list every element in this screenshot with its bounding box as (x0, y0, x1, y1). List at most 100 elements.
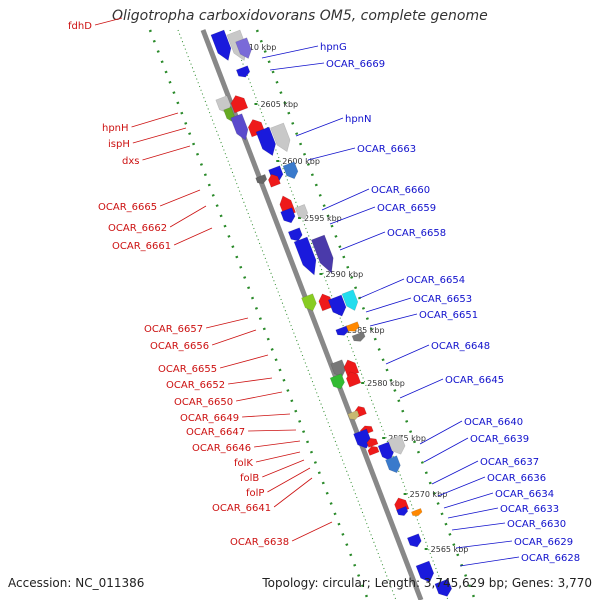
gene-feature[interactable] (385, 455, 402, 475)
leader-line (451, 522, 506, 531)
gene-feature[interactable] (294, 204, 309, 221)
gene-label-reverse[interactable]: OCAR_6658 (387, 228, 446, 239)
gene-label-reverse[interactable]: hpnG (320, 42, 347, 53)
gene-feature[interactable] (235, 37, 254, 61)
gene-feature[interactable] (280, 207, 297, 225)
gene-feature[interactable] (345, 370, 362, 388)
frame-left-outer (148, 29, 370, 600)
gene-feature[interactable] (287, 227, 304, 244)
gene-label-forward[interactable]: OCAR_6656 (150, 341, 209, 352)
gene-feature[interactable] (367, 444, 380, 456)
gene-label-reverse[interactable]: OCAR_6660 (371, 185, 430, 196)
leader-line (211, 329, 257, 346)
gene-feature[interactable] (347, 410, 360, 421)
gene-label-reverse[interactable]: OCAR_6628 (521, 553, 580, 564)
leader-line (228, 377, 273, 385)
gene-feature[interactable] (255, 126, 279, 158)
gene-label-forward[interactable]: folP (246, 488, 264, 499)
gene-feature[interactable] (345, 321, 360, 334)
leader-line (131, 112, 179, 128)
gene-label-forward[interactable]: folB (240, 473, 259, 484)
gene-arrow (268, 173, 281, 188)
gene-arrow (410, 508, 423, 517)
gene-feature[interactable] (366, 436, 379, 448)
gene-feature[interactable] (406, 533, 423, 550)
leader-line (267, 467, 311, 493)
gene-label-forward[interactable]: ispH (108, 139, 130, 150)
gene-feature[interactable] (230, 113, 252, 143)
gene-label-forward[interactable]: dxs (122, 156, 139, 167)
tick-label: 2565 kbp (431, 545, 469, 554)
gene-label-forward[interactable]: OCAR_6662 (108, 223, 167, 234)
gene-label-reverse[interactable]: OCAR_6639 (470, 434, 529, 445)
gene-label-reverse[interactable]: hpnN (345, 114, 372, 125)
gene-feature[interactable] (396, 506, 409, 517)
gene-feature[interactable] (341, 289, 360, 313)
gene-label-reverse[interactable]: OCAR_6645 (445, 375, 504, 386)
gene-arrow (406, 533, 422, 548)
gene-feature[interactable] (317, 292, 335, 312)
gene-arrow (385, 455, 401, 474)
gene-label-reverse[interactable]: OCAR_6630 (507, 519, 566, 530)
gene-feature[interactable] (434, 578, 454, 599)
gene-feature[interactable] (410, 508, 423, 517)
gene-feature[interactable] (415, 560, 436, 585)
frame-right-inner (229, 29, 449, 600)
gene-feature[interactable] (387, 434, 408, 457)
gene-label-reverse[interactable]: OCAR_6634 (495, 489, 554, 500)
gene-feature[interactable] (310, 234, 338, 275)
gene-label-forward[interactable]: OCAR_6650 (174, 397, 233, 408)
gene-feature[interactable] (229, 93, 249, 114)
gene-label-forward[interactable]: OCAR_6652 (166, 380, 225, 391)
gene-feature[interactable] (330, 359, 348, 379)
gene-label-reverse[interactable]: OCAR_6636 (487, 473, 546, 484)
gene-feature[interactable] (301, 293, 319, 313)
gene-label-forward[interactable]: OCAR_6641 (212, 503, 271, 514)
gene-feature[interactable] (329, 373, 346, 391)
gene-feature[interactable] (255, 174, 268, 185)
gene-label-reverse[interactable]: OCAR_6633 (500, 504, 559, 515)
gene-arrow (287, 227, 303, 242)
gene-feature[interactable] (267, 172, 281, 188)
gene-feature[interactable] (235, 65, 251, 80)
gene-label-forward[interactable]: hpnH (102, 123, 129, 134)
gene-feature[interactable] (335, 325, 350, 338)
gene-feature[interactable] (210, 29, 235, 63)
leader-line (236, 391, 283, 402)
gene-label-reverse[interactable]: OCAR_6654 (406, 275, 465, 286)
gene-label-reverse[interactable]: OCAR_6653 (413, 294, 472, 305)
gene-arrow (255, 174, 268, 184)
gene-feature[interactable] (270, 122, 293, 154)
gene-arrow (210, 29, 232, 62)
gene-label-reverse[interactable]: OCAR_6663 (357, 144, 416, 155)
gene-label-forward[interactable]: OCAR_6655 (158, 364, 217, 375)
gene-label-reverse[interactable]: OCAR_6659 (377, 203, 436, 214)
gene-label-reverse[interactable]: OCAR_6629 (514, 537, 573, 548)
leader-line (443, 492, 494, 509)
gene-feature[interactable] (377, 441, 396, 463)
gene-label-forward[interactable]: OCAR_6649 (180, 413, 239, 424)
gene-label-forward[interactable]: OCAR_6657 (144, 324, 203, 335)
leader-line (261, 45, 319, 59)
gene-feature[interactable] (293, 236, 321, 277)
gene-label-forward[interactable]: OCAR_6646 (192, 443, 251, 454)
gene-arrow (310, 234, 334, 274)
gene-label-corner[interactable]: fdhD (68, 21, 92, 32)
gene-label-reverse[interactable]: OCAR_6640 (464, 417, 523, 428)
gene-label-reverse[interactable]: OCAR_6648 (431, 341, 490, 352)
gene-label-reverse[interactable]: OCAR_6637 (480, 457, 539, 468)
gene-label-forward[interactable]: OCAR_6638 (230, 537, 289, 548)
gene-feature[interactable] (282, 161, 300, 181)
gene-feature[interactable] (351, 331, 366, 344)
leader-line (273, 477, 313, 508)
gene-label-reverse[interactable]: OCAR_6651 (419, 310, 478, 321)
gene-arrow (255, 126, 276, 157)
leader-line (329, 206, 376, 225)
gene-label-reverse[interactable]: OCAR_6669 (326, 59, 385, 70)
gene-label-forward[interactable]: OCAR_6647 (186, 427, 245, 438)
gene-label-forward[interactable]: folK (234, 458, 253, 469)
gene-label-forward[interactable]: OCAR_6665 (98, 202, 157, 213)
gene-label-forward[interactable]: OCAR_6661 (112, 241, 171, 252)
gene-arrow (396, 506, 409, 516)
gene-feature[interactable] (327, 294, 348, 319)
